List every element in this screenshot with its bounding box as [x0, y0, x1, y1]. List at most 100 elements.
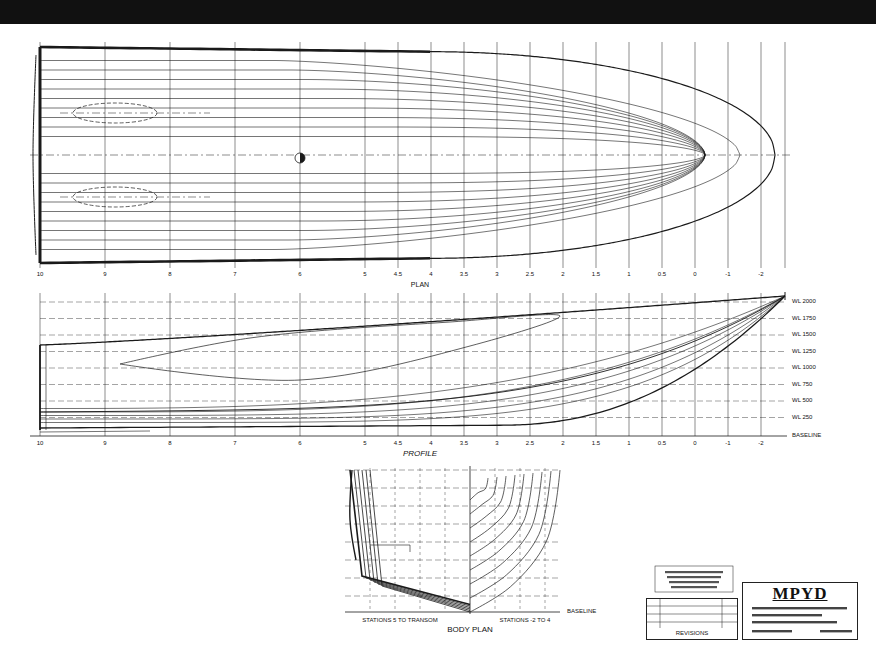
transom [33, 55, 36, 255]
station-number: 3.5 [459, 440, 469, 446]
station-line [40, 42, 41, 268]
section-line [470, 478, 488, 500]
station-line [695, 293, 696, 436]
section-line [470, 477, 497, 514]
section-line [358, 470, 470, 608]
waterline-grid [40, 302, 787, 303]
waterline-grid [345, 470, 560, 471]
station-number: 2 [560, 440, 565, 446]
waterline [40, 70, 705, 155]
section-line [354, 470, 470, 606]
waterline-grid [40, 401, 787, 402]
waterline-label: WL 750 [791, 381, 813, 387]
station-number: 3.5 [459, 271, 469, 277]
waterline [40, 118, 705, 156]
centre-of-gravity [295, 153, 305, 163]
station-number: 7 [232, 271, 237, 277]
waterline [40, 155, 740, 250]
table-rule [660, 598, 661, 628]
waterline [40, 108, 705, 155]
waterline-grid [40, 351, 787, 352]
baseline [30, 436, 787, 437]
waterline-grid [40, 318, 787, 319]
view-caption: STATIONS -2 TO 4 [499, 617, 552, 623]
station-number: 9 [102, 271, 107, 277]
waterline [40, 89, 705, 155]
station-line [365, 293, 366, 436]
illegible-note [752, 630, 792, 632]
waterline-grid [345, 524, 560, 525]
waterline-label: WL 250 [791, 414, 813, 420]
waterline [40, 127, 705, 155]
station-line [431, 293, 432, 436]
illegible-note [669, 581, 719, 583]
section-line [470, 476, 506, 528]
section-line [350, 470, 470, 605]
section-line [470, 471, 551, 598]
section-line [362, 470, 470, 609]
buttock-grid [545, 468, 546, 612]
buttock-grid [445, 468, 446, 612]
illegible-note [671, 586, 717, 588]
illegible-note [667, 576, 721, 578]
buttock-line [40, 296, 785, 416]
deck-edge [40, 47, 775, 155]
view-title: PROFILE [402, 450, 438, 458]
station-number: 0.5 [657, 440, 667, 446]
buttock-line [40, 296, 785, 412]
title-block: MPYD [742, 582, 858, 640]
waterline [40, 155, 705, 183]
station-line [365, 42, 366, 268]
buttock-line [40, 296, 785, 423]
station-number: 4.5 [393, 440, 403, 446]
waterline [40, 155, 705, 212]
waterline-label: WL 1500 [791, 331, 817, 337]
station-number: 6 [297, 440, 302, 446]
station-number: 7 [232, 440, 237, 446]
header-bar [0, 0, 876, 24]
station-line [235, 293, 236, 436]
station-line [596, 293, 597, 436]
station-number: -1 [724, 440, 731, 446]
station-line [695, 42, 696, 268]
deck-edge [40, 47, 430, 52]
buttock-grid [520, 468, 521, 612]
diagonal-line [120, 315, 560, 381]
illegible-note [752, 621, 837, 623]
station-number: 3 [494, 440, 499, 446]
buttock-grid [395, 468, 396, 612]
shaft-line [60, 113, 210, 114]
waterline-grid [40, 417, 787, 418]
waterline-label: WL 1000 [791, 364, 817, 370]
waterline [40, 137, 705, 156]
station-number: 10 [36, 440, 45, 446]
illegible-note [752, 614, 822, 616]
station-line [105, 293, 106, 436]
illegible-note [752, 607, 847, 609]
skeg-line [40, 431, 150, 432]
section-line [470, 474, 524, 556]
waterline-label: WL 1250 [791, 348, 817, 354]
deck-edge [40, 155, 775, 263]
station-line [728, 42, 729, 268]
station-number: 8 [167, 271, 172, 277]
chine-line [40, 296, 785, 412]
section-line [366, 470, 470, 611]
station-number: 5 [362, 440, 367, 446]
station-line [497, 293, 498, 436]
waterline [40, 155, 705, 202]
station-line [464, 293, 465, 436]
centerline [30, 155, 790, 156]
waterline-grid [345, 506, 560, 507]
transom [46, 345, 47, 430]
waterline-grid [345, 488, 560, 489]
table-rule [722, 598, 723, 628]
centre-of-gravity [300, 153, 305, 163]
waterline-label: WL 500 [791, 397, 813, 403]
station-number: 1.5 [591, 440, 601, 446]
buttock-line [40, 296, 785, 409]
illegible-note [665, 571, 723, 573]
